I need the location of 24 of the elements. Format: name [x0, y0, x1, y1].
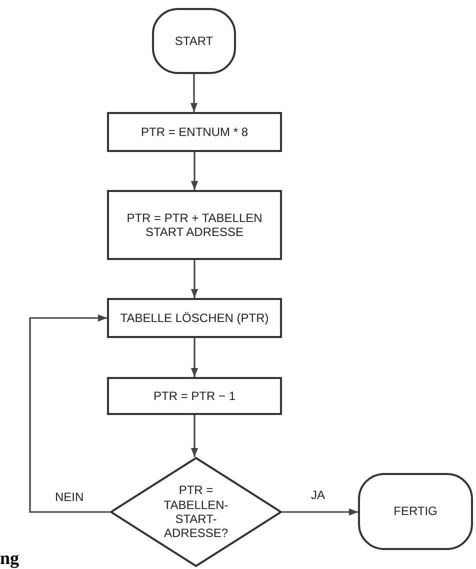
- box-label: PTR = PTR − 1: [153, 388, 236, 404]
- box-label: PTR = TABELLEN- START- ADRESSE?: [162, 483, 230, 541]
- edge-label: NEIN: [54, 490, 85, 504]
- process-box: [107, 377, 282, 415]
- process-box: [107, 112, 282, 152]
- box-label: FERTIG: [394, 504, 438, 519]
- arrow: [190, 415, 198, 457]
- box-label: TABELLE LÖSCHEN (PTR): [120, 310, 269, 326]
- decision-diamond: [110, 457, 282, 567]
- process-box: [107, 298, 282, 338]
- terminal-box: [152, 8, 236, 74]
- arrow: [190, 338, 198, 377]
- box-label: START: [174, 34, 214, 48]
- caption-fragment: ng: [0, 548, 20, 569]
- arrow: [190, 74, 198, 112]
- arrow: [190, 152, 198, 190]
- terminal-box: [358, 473, 473, 550]
- process-box: [107, 190, 282, 260]
- edge-label: JA: [310, 488, 326, 502]
- box-label: PTR = PTR + TABELLEN START ADRESSE: [126, 210, 264, 240]
- arrow: [29, 314, 110, 513]
- box-label: PTR = ENTNUM * 8: [140, 124, 248, 140]
- arrow: [190, 260, 198, 298]
- arrow: [282, 508, 358, 516]
